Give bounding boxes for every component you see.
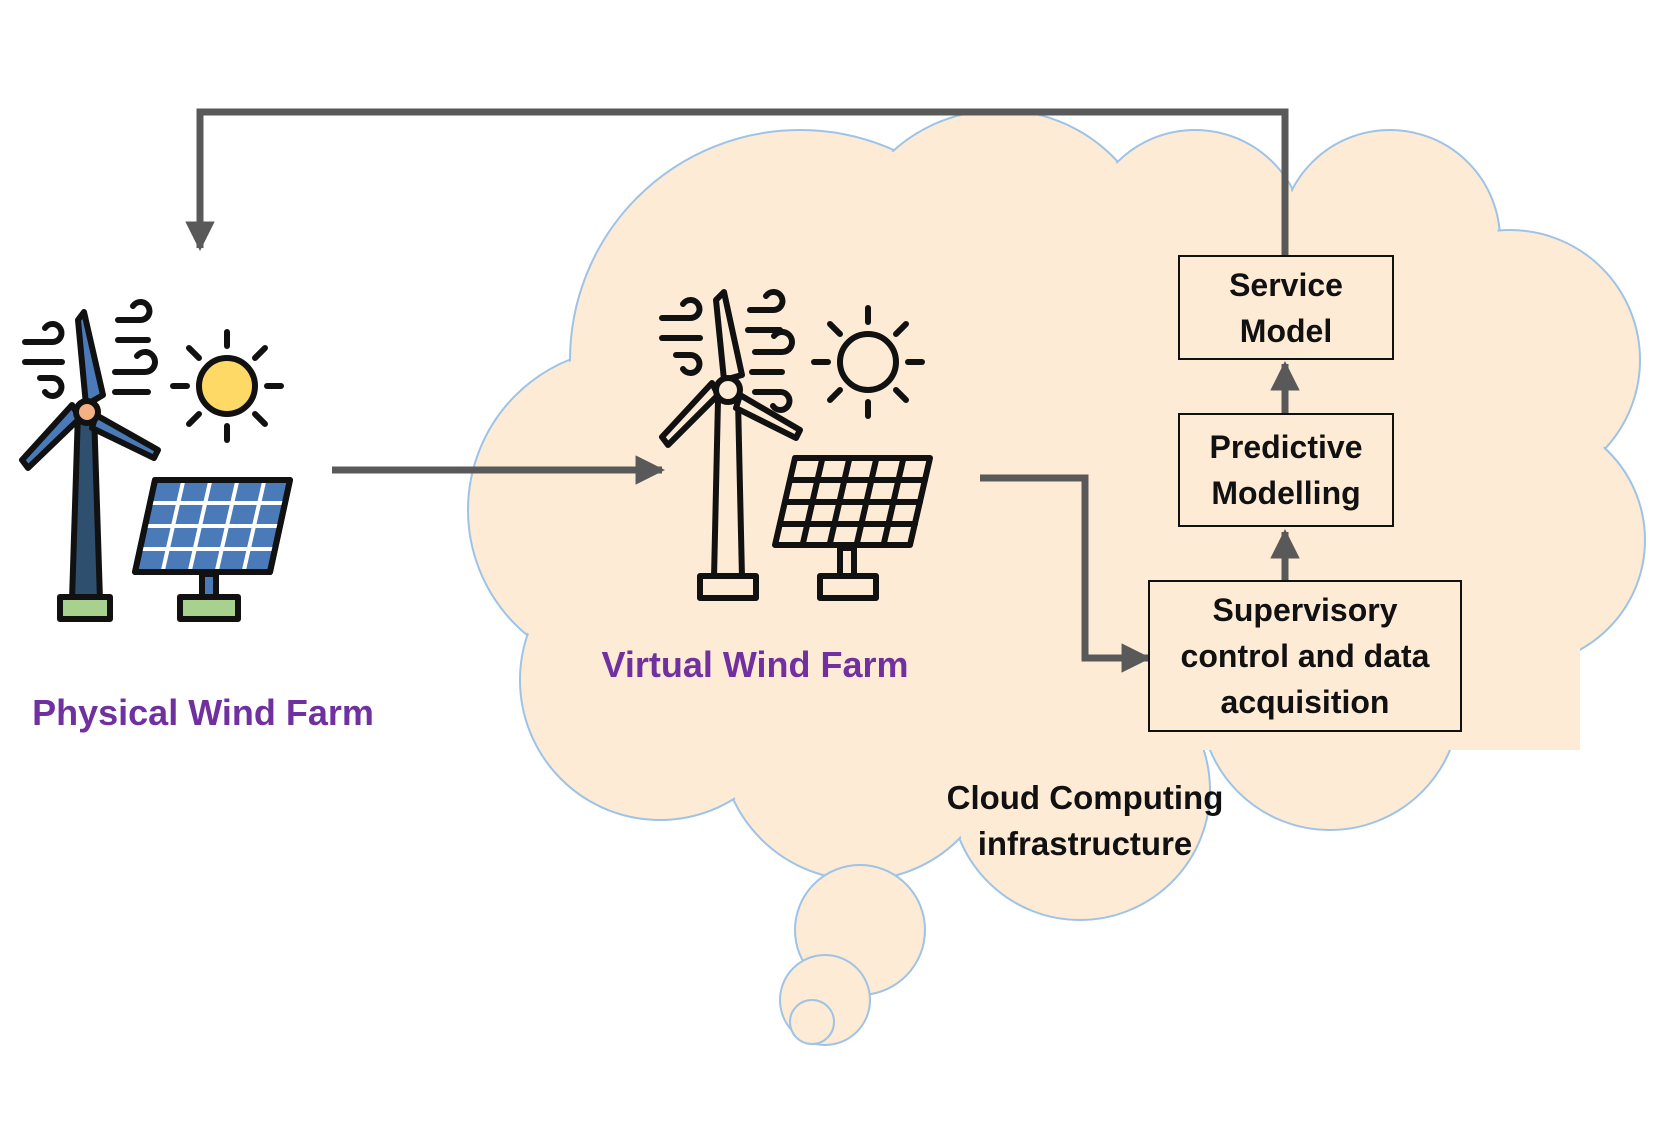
service-model-box: Service Model [1178,255,1394,360]
wind-gust-icon [22,299,158,399]
solar-panel-icon [132,477,293,622]
virtual-farm-label: Virtual Wind Farm [601,644,909,685]
wind-gust-icon [659,289,795,413]
physical-farm-illustration [19,299,293,622]
predictive-modelling-text: Predictive Modelling [1209,429,1363,511]
scada-box: Supervisory control and data acquisition [1148,580,1462,732]
virtual-to-scada-arrow [980,474,1151,673]
sun-icon [170,329,284,443]
solar-panel-icon [772,455,933,601]
physical-farm-label: Physical Wind Farm [32,692,374,733]
wind-turbine-icon [659,289,803,601]
cloud-label: Cloud Computing infrastructure [946,779,1224,862]
thought-bubble-small [789,999,835,1045]
scada-text: Supervisory control and data acquisition [1180,592,1430,720]
service-model-text: Service Model [1229,266,1343,349]
virtual-farm-illustration [659,289,933,601]
sun-icon [811,305,925,419]
wind-turbine-icon [19,309,161,622]
feedback-arrow [185,108,1289,255]
predictive-modelling-box: Predictive Modelling [1178,413,1394,527]
